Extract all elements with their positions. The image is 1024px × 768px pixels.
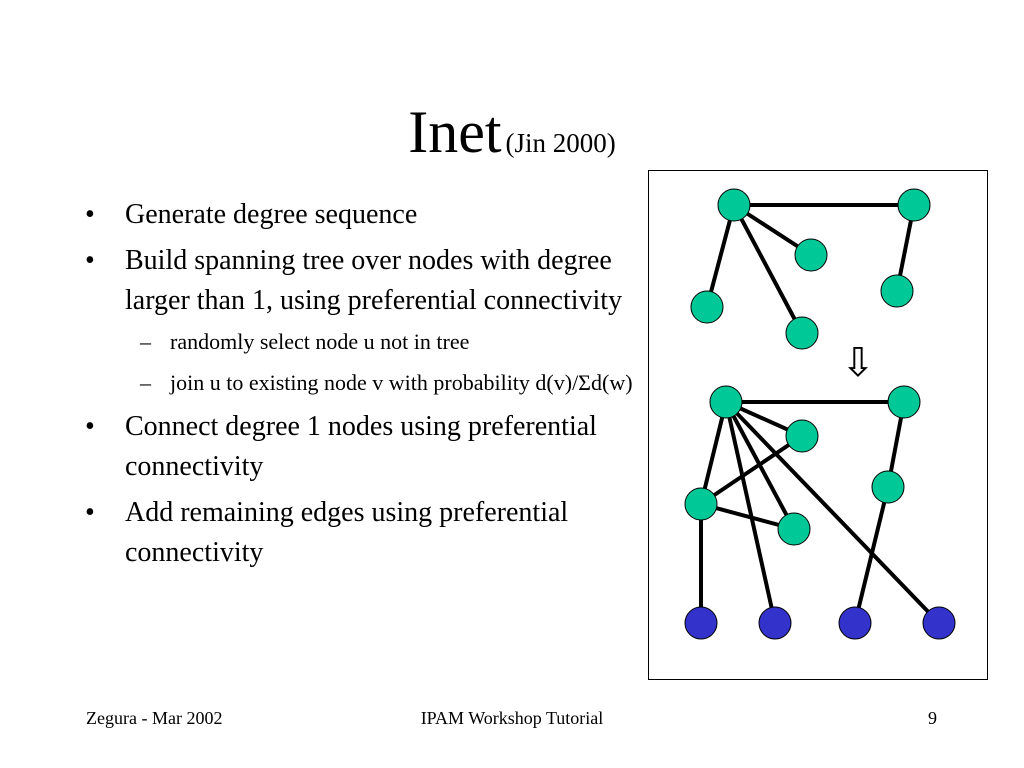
tree-edge <box>705 203 736 309</box>
graph-edge <box>724 400 941 625</box>
graph-edge <box>699 400 728 506</box>
bullet-text: Connect degree 1 nodes using preferentia… <box>125 411 597 482</box>
graph-edge <box>699 434 804 506</box>
footer-author-date: Zegura - Mar 2002 <box>86 708 223 728</box>
bullet-text: Build spanning tree over nodes with degr… <box>125 245 623 316</box>
bullet-text: Add remaining edges using preferential c… <box>125 497 569 568</box>
bullet-item: • Generate degree sequence <box>85 195 645 235</box>
degree-one-node <box>922 606 956 640</box>
tree-nodes <box>690 188 931 350</box>
footer-page-number: 9 <box>928 708 937 728</box>
sub-bullet-marker: – <box>140 370 151 395</box>
sub-bullet-marker: – <box>140 329 151 354</box>
graph-node <box>717 188 751 222</box>
bullet-list: • Generate degree sequence • Build spann… <box>85 195 645 579</box>
bullet-item: • Connect degree 1 nodes using preferent… <box>85 407 645 487</box>
bullet-item: • Add remaining edges using preferential… <box>85 493 645 573</box>
sub-bullet-text: randomly select node u not in tree <box>170 329 470 354</box>
full-graph <box>684 385 956 640</box>
graph-node <box>709 385 743 419</box>
graph-diagram-panel: ⇩ <box>648 170 988 680</box>
sub-bullet-list: – randomly select node u not in tree – j… <box>125 325 645 399</box>
graph-node <box>785 419 819 453</box>
graph-edge <box>724 400 777 625</box>
bullet-marker: • <box>85 411 95 442</box>
graph-node <box>690 290 724 324</box>
spanning-tree-graph <box>690 188 931 350</box>
graph-edge <box>853 485 890 625</box>
bullet-item: • Build spanning tree over nodes with de… <box>85 241 645 399</box>
full-graph-edges <box>699 400 941 625</box>
graph-node <box>684 487 718 521</box>
degree-one-node <box>758 606 792 640</box>
bullet-marker: • <box>85 497 95 528</box>
degree-one-node <box>684 606 718 640</box>
sub-bullet-text: join u to existing node v with probabili… <box>170 370 633 395</box>
graph-node <box>785 316 819 350</box>
footer-event: IPAM Workshop Tutorial <box>420 708 604 728</box>
title-main: Inet <box>408 99 502 165</box>
full-graph-core-nodes <box>684 385 921 546</box>
graph-node <box>794 238 828 272</box>
graph-node <box>887 385 921 419</box>
graph-diagram: ⇩ <box>684 188 956 640</box>
bullet-marker: • <box>85 199 95 230</box>
full-graph-leaf-nodes <box>684 606 956 640</box>
sub-bullet-item: – randomly select node u not in tree <box>125 325 645 358</box>
graph-node <box>880 274 914 308</box>
graph-node <box>777 512 811 546</box>
graph-node <box>897 188 931 222</box>
graph-node <box>871 470 905 504</box>
transition-arrow-icon: ⇩ <box>841 340 875 386</box>
bullet-text: Generate degree sequence <box>125 199 418 230</box>
bullet-marker: • <box>85 245 95 276</box>
slide-title: Inet (Jin 2000) <box>0 98 1024 167</box>
degree-one-node <box>838 606 872 640</box>
title-citation: (Jin 2000) <box>505 128 616 158</box>
tree-edge <box>732 203 804 335</box>
sub-bullet-item: – join u to existing node v with probabi… <box>125 366 645 399</box>
